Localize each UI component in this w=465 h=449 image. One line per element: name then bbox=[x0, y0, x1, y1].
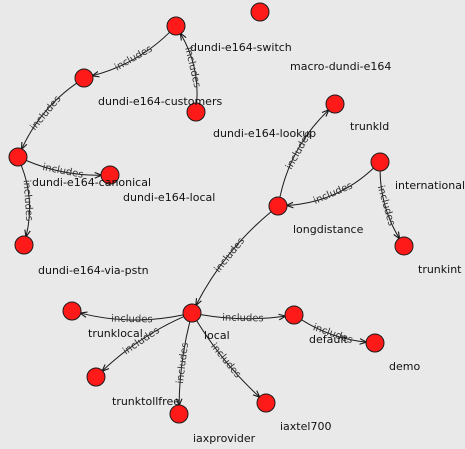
node-label-macro-dundi-e164: macro-dundi-e164 bbox=[290, 60, 391, 73]
edge-dundi-e164-switch-to-dundi-e164-customers bbox=[93, 31, 170, 75]
node-iaxprovider[interactable] bbox=[169, 404, 189, 424]
node-label-trunkld: trunkld bbox=[350, 120, 389, 133]
node-label-trunkint: trunkint bbox=[418, 263, 462, 276]
node-trunkint[interactable] bbox=[394, 236, 414, 256]
edge-dundi-e164-lookup-to-dundi-e164-switch bbox=[181, 34, 198, 104]
node-trunktollfree[interactable] bbox=[86, 367, 106, 387]
edge-label: includes bbox=[208, 341, 243, 380]
node-local[interactable] bbox=[182, 303, 202, 323]
node-label-dundi-e164-lookup: dundi-e164-lookup bbox=[213, 127, 316, 140]
node-dundi-e164-local[interactable] bbox=[100, 165, 120, 185]
node-dundi-e164-canonical[interactable] bbox=[8, 147, 28, 167]
edge-label: includes bbox=[222, 313, 264, 325]
edge-label: includes bbox=[375, 184, 397, 227]
edge-label: includes bbox=[113, 44, 154, 74]
node-dundi-e164-lookup[interactable] bbox=[186, 102, 206, 122]
node-label-iaxtel700: iaxtel700 bbox=[280, 420, 331, 433]
edge-label: includes bbox=[213, 236, 248, 275]
node-default[interactable] bbox=[284, 305, 304, 325]
edge-local-to-trunklocal bbox=[81, 313, 184, 321]
node-label-local: local bbox=[204, 329, 230, 342]
edge-local-to-iaxprovider bbox=[179, 321, 191, 405]
node-label-default: default bbox=[309, 333, 348, 346]
node-international[interactable] bbox=[370, 152, 390, 172]
edge-label: includes bbox=[28, 94, 63, 133]
edge-label: includes bbox=[312, 180, 354, 206]
node-label-demo: demo bbox=[389, 360, 420, 373]
node-macro-dundi-e164[interactable] bbox=[250, 2, 270, 22]
node-dundi-e164-via-pstn[interactable] bbox=[14, 235, 34, 255]
node-label-international: international bbox=[395, 179, 465, 192]
node-dundi-e164-customers[interactable] bbox=[74, 68, 94, 88]
edge-label: includes bbox=[111, 314, 153, 326]
node-label-trunktollfree: trunktollfree bbox=[112, 395, 180, 408]
edge-international-to-longdistance bbox=[287, 167, 374, 205]
node-trunklocal[interactable] bbox=[62, 301, 82, 321]
node-label-iaxprovider: iaxprovider bbox=[193, 432, 256, 445]
node-longdistance[interactable] bbox=[268, 196, 288, 216]
edge-dundi-e164-customers-to-dundi-e164-canonical bbox=[22, 82, 77, 149]
edge-dundi-e164-canonical-to-dundi-e164-via-pstn bbox=[20, 165, 29, 236]
edge-local-to-default bbox=[200, 315, 285, 319]
edge-label: includes bbox=[21, 179, 35, 221]
edge-default-to-demo bbox=[301, 319, 366, 342]
node-label-dundi-e164-canonical: dundi-e164-canonical bbox=[32, 176, 151, 189]
node-demo[interactable] bbox=[365, 333, 385, 353]
edge-label: includes bbox=[175, 342, 191, 385]
node-label-longdistance: longdistance bbox=[293, 223, 364, 236]
edge-local-to-trunktollfree bbox=[103, 316, 185, 371]
edge-local-to-iaxtel700 bbox=[196, 320, 260, 397]
node-trunkld[interactable] bbox=[325, 94, 345, 114]
edge-dundi-e164-canonical-to-dundi-e164-local bbox=[26, 160, 101, 176]
edge-international-to-trunkint bbox=[379, 170, 399, 238]
node-label-trunklocal: trunklocal bbox=[88, 327, 143, 340]
node-label-dundi-e164-switch: dundi-e164-switch bbox=[190, 41, 292, 54]
node-label-dundi-e164-local: dundi-e164-local bbox=[123, 191, 215, 204]
edge-longdistance-to-local bbox=[196, 211, 272, 305]
node-label-dundi-e164-customers: dundi-e164-customers bbox=[98, 95, 222, 108]
edge-longdistance-to-trunkld bbox=[279, 110, 329, 198]
node-label-dundi-e164-via-pstn: dundi-e164-via-pstn bbox=[38, 264, 149, 277]
node-dundi-e164-switch[interactable] bbox=[166, 16, 186, 36]
node-iaxtel700[interactable] bbox=[256, 393, 276, 413]
